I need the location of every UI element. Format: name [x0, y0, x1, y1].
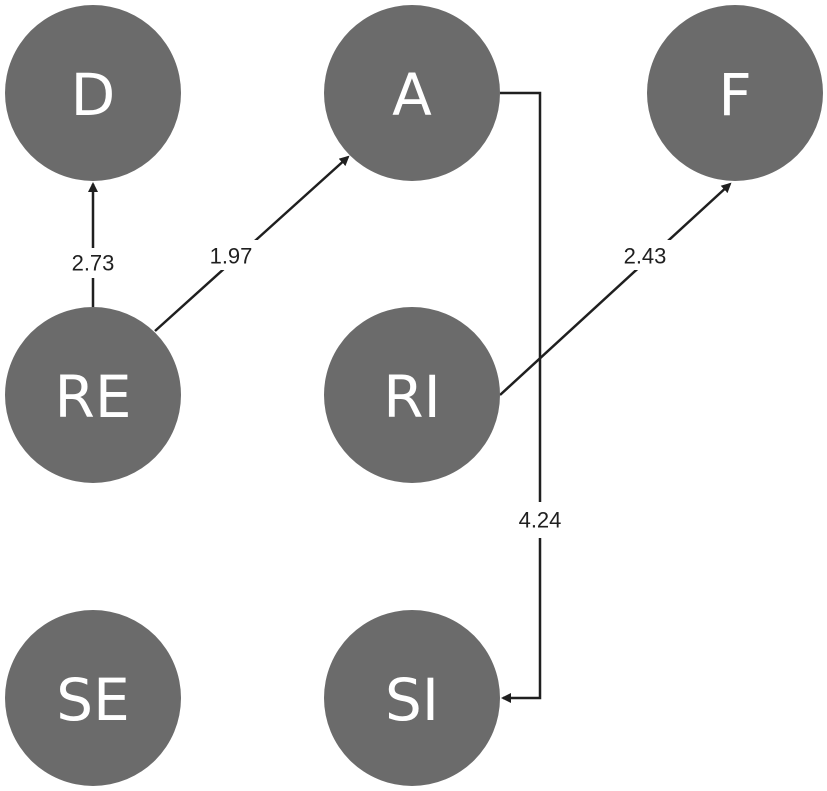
- edge-line-ri-f: [499, 182, 732, 396]
- node-label-ri: RI: [383, 363, 440, 431]
- edge-re-a: 1.97: [154, 155, 350, 332]
- node-se: SE: [5, 610, 181, 786]
- node-label-si: SI: [385, 666, 439, 734]
- edge-ri-f: 2.43: [499, 182, 732, 396]
- edge-weight-a-si: 4.24: [519, 508, 562, 533]
- node-si: SI: [324, 610, 500, 786]
- node-label-d: D: [71, 61, 116, 129]
- node-d: D: [5, 5, 181, 181]
- edge-re-d: 2.73: [60, 182, 126, 307]
- node-a: A: [324, 5, 500, 181]
- edge-weight-re-a: 1.97: [210, 244, 253, 269]
- node-label-se: SE: [56, 666, 129, 734]
- node-re: RE: [5, 307, 181, 483]
- edge-weight-re-d: 2.73: [72, 251, 115, 276]
- node-ri: RI: [324, 307, 500, 483]
- nodes: D A F RE RI SE SI: [5, 5, 823, 786]
- node-f: F: [647, 5, 823, 181]
- edge-weight-ri-f: 2.43: [624, 244, 667, 269]
- node-label-a: A: [392, 61, 432, 129]
- node-label-f: F: [718, 61, 751, 129]
- node-label-re: RE: [55, 363, 132, 431]
- edge-line-a-si: [500, 91, 542, 703]
- edges: 2.73 1.97 2.43 4.24: [60, 91, 732, 703]
- edge-a-si: 4.24: [500, 91, 574, 703]
